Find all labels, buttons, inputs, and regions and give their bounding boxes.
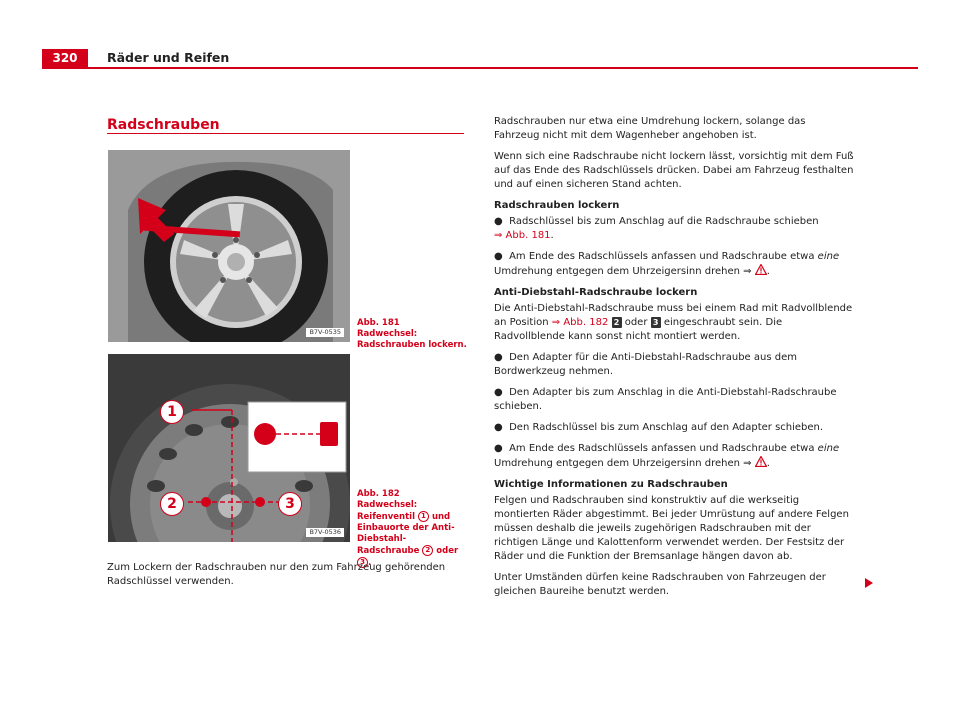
warning-icon[interactable]: [754, 264, 767, 275]
subheading: Wichtige Informationen zu Radschrauben: [494, 479, 728, 490]
header-rule: [42, 67, 918, 69]
figure-steel-wheel: 1 2 3 B7V-0536: [108, 354, 350, 542]
section-title: Radschrauben: [107, 117, 220, 133]
left-paragraph: Zum Lockern der Radschrauben nur den zum…: [107, 562, 446, 587]
caption-text: Radwechsel: Reifenventil: [357, 500, 418, 522]
figure-link-181[interactable]: ⇒ Abb. 181: [494, 230, 551, 241]
bullet-item: ● Radschlüssel bis zum Anschlag auf die …: [494, 216, 819, 241]
bullet-item: ● Den Adapter bis zum Anschlag in die An…: [494, 387, 837, 412]
figure-code: B7V-0535: [306, 328, 344, 337]
figure-link-182[interactable]: ⇒ Abb. 182: [551, 317, 609, 328]
caption-text: Radwechsel: Radschrauben lockern.: [357, 329, 467, 350]
section-rule: [107, 133, 464, 134]
bullet-item: ● Den Adapter für die Anti-Diebstahl-Rad…: [494, 352, 797, 377]
figure-code: B7V-0536: [306, 528, 344, 537]
caption-callout-3: 3: [357, 557, 368, 568]
continue-arrow-icon: [865, 578, 873, 588]
caption-text: und Einbauorte der Anti-Diebstahl-Radsch…: [357, 512, 455, 556]
bullet-item: ● Den Radschlüssel bis zum Anschlag auf …: [494, 422, 824, 433]
caption-text: oder: [436, 546, 459, 556]
caption-label: Abb. 181: [357, 318, 400, 328]
bullet-item: ● Am Ende des Radschlüssels anfassen und…: [494, 251, 840, 277]
figure-caption-182: Abb. 182 Radwechsel: Reifenventil 1 und …: [357, 489, 459, 568]
chapter-title: Räder und Reifen: [107, 50, 230, 65]
page-number: 320: [42, 49, 88, 67]
position-badge-2: 2: [611, 316, 622, 328]
warning-icon[interactable]: [754, 456, 767, 467]
subheading: Radschrauben lockern: [494, 200, 620, 211]
paragraph: Unter Umständen dürfen keine Radschraube…: [494, 572, 826, 597]
callout-2: 2: [160, 492, 184, 516]
caption-callout-1: 1: [417, 511, 429, 522]
figure-wheel-wrench: B7V-0535: [108, 150, 350, 342]
right-column: Radschrauben nur etwa eine Umdrehung loc…: [494, 115, 854, 606]
paragraph: Felgen und Radschrauben sind konstruktiv…: [494, 495, 849, 562]
callout-1: 1: [160, 400, 184, 424]
paragraph: Die Anti-Diebstahl-Radschraube muss bei …: [494, 303, 853, 342]
steel-wheel-illustration: [108, 354, 350, 542]
paragraph: Wenn sich eine Radschraube nicht lockern…: [494, 151, 854, 190]
bullet-item: ● Am Ende des Radschlüssels anfassen und…: [494, 443, 840, 469]
paragraph: Radschrauben nur etwa eine Umdrehung loc…: [494, 116, 806, 141]
callout-3: 3: [278, 492, 302, 516]
subheading: Anti-Diebstahl-Radschraube lockern: [494, 287, 698, 298]
position-badge-3: 3: [650, 316, 661, 328]
caption-label: Abb. 182: [357, 489, 400, 499]
wheel-wrench-illustration: [108, 150, 350, 342]
caption-callout-2: 2: [422, 545, 434, 556]
figure-caption-181: Abb. 181 Radwechsel: Radschrauben locker…: [357, 318, 467, 351]
